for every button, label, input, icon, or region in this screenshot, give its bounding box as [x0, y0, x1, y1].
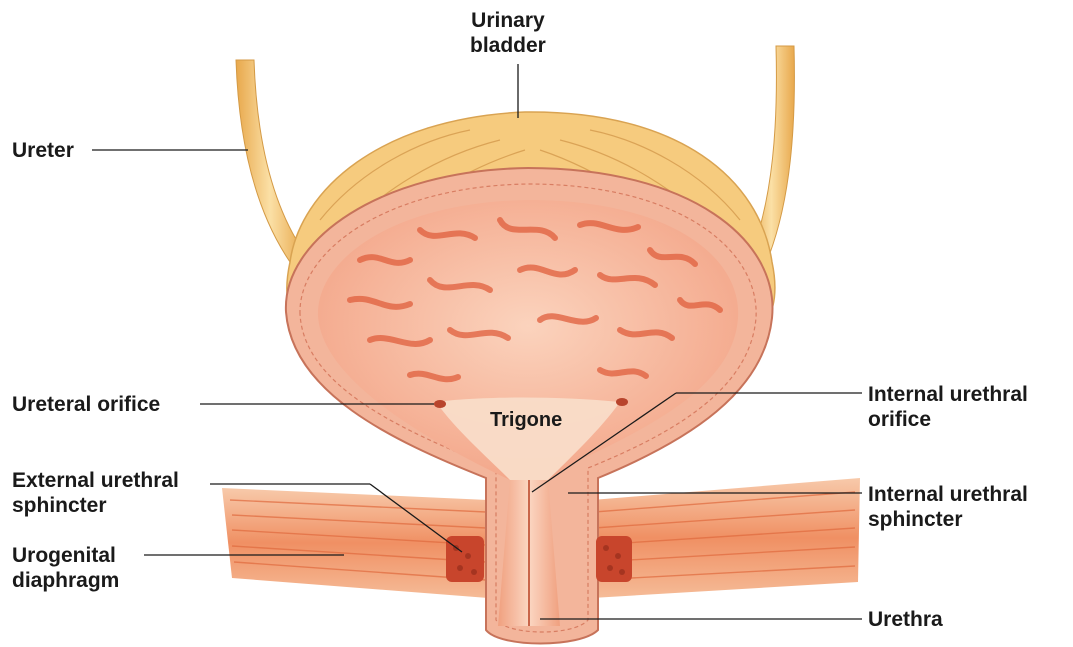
label-ureter: Ureter [12, 138, 74, 163]
label-external-urethral-sphincter: External urethral sphincter [12, 468, 179, 518]
label-urinary-bladder: Urinary bladder [470, 8, 546, 58]
label-urogenital-diaphragm: Urogenital diaphragm [12, 543, 119, 593]
label-trigone: Trigone [490, 408, 562, 433]
label-internal-urethral-sphincter: Internal urethral sphincter [868, 482, 1028, 532]
label-urethra: Urethra [868, 607, 943, 632]
label-ureteral-orifice: Ureteral orifice [12, 392, 160, 417]
label-internal-urethral-orifice: Internal urethral orifice [868, 382, 1028, 432]
